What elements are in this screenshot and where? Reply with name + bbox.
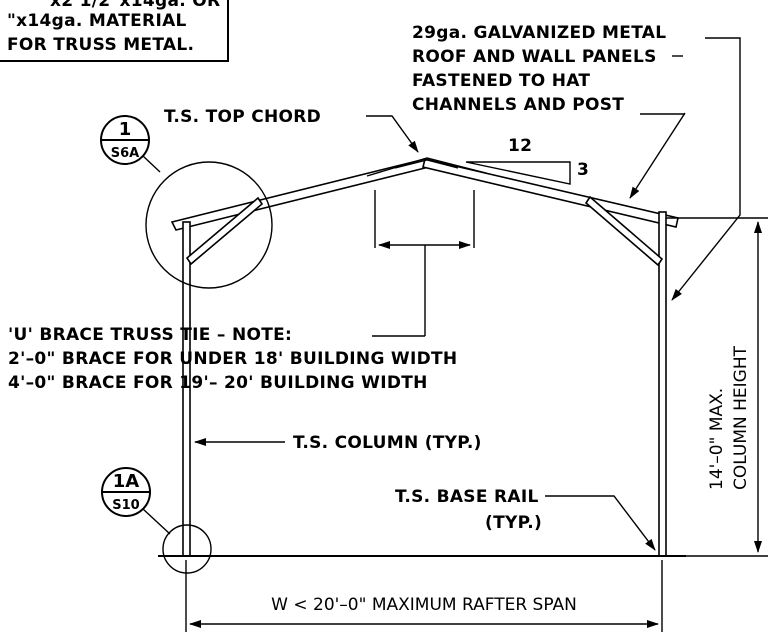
wall-panel-leader-arrow bbox=[671, 37, 741, 301]
right-column bbox=[658, 211, 667, 557]
slope-triangle bbox=[465, 161, 571, 185]
ridge-truss bbox=[366, 157, 487, 177]
material-note: x2 1/2"x14ga. OR "x14ga. MATERIAL FOR TR… bbox=[0, 0, 229, 62]
u-brace-line-2: 2'–0" BRACE FOR UNDER 18' BUILDING WIDTH bbox=[8, 349, 457, 369]
slope-run: 12 bbox=[508, 136, 532, 156]
detail-bubble-1a[interactable]: 1A S10 bbox=[101, 467, 212, 574]
bubble-1a-number: 1A bbox=[113, 471, 140, 492]
column-height-dimension: 14'–0" MAX. COLUMN HEIGHT bbox=[666, 217, 768, 557]
column-label: T.S. COLUMN (TYP.) bbox=[293, 433, 482, 453]
roof-panel-callout: 29ga. GALVANIZED METAL ROOF AND WALL PAN… bbox=[412, 23, 741, 301]
base-rail-line-2: (TYP.) bbox=[485, 513, 542, 533]
u-brace-line-1: 'U' BRACE TRUSS TIE – NOTE: bbox=[8, 325, 292, 345]
rafter-span-dimension: W < 20'–0" MAXIMUM RAFTER SPAN bbox=[185, 560, 663, 632]
bubble-1-number: 1 bbox=[119, 119, 132, 140]
roof-panel-leader-arrow bbox=[629, 112, 686, 199]
bubble-1a-sheet: S10 bbox=[112, 498, 139, 513]
right-knee-brace bbox=[584, 195, 664, 267]
height-line-1: 14'–0" MAX. bbox=[707, 388, 727, 490]
height-line-2: COLUMN HEIGHT bbox=[731, 345, 751, 490]
left-knee-brace bbox=[185, 196, 264, 266]
detail-1-zone-circle bbox=[145, 161, 273, 289]
note-line-2: "x14ga. MATERIAL bbox=[7, 11, 187, 31]
column-callout: T.S. COLUMN (TYP.) bbox=[194, 433, 482, 453]
right-rafter bbox=[422, 158, 679, 228]
note-line-1: x2 1/2"x14ga. OR bbox=[50, 0, 220, 11]
span-label: W < 20'–0" MAXIMUM RAFTER SPAN bbox=[271, 595, 577, 615]
detail-bubble-1[interactable]: 1 S6A bbox=[100, 115, 273, 289]
u-brace-dimension bbox=[372, 190, 475, 337]
bubble-1-sheet: S6A bbox=[111, 146, 139, 161]
roof-panel-line-2: ROOF AND WALL PANELS bbox=[412, 47, 657, 67]
u-brace-note: 'U' BRACE TRUSS TIE – NOTE: 2'–0" BRACE … bbox=[8, 325, 457, 393]
u-brace-line-3: 4'–0" BRACE FOR 19'– 20' BUILDING WIDTH bbox=[8, 373, 428, 393]
roof-panel-line-4: CHANNELS AND POST bbox=[412, 95, 624, 115]
slope-rise: 3 bbox=[577, 160, 589, 180]
base-rail-callout: T.S. BASE RAIL (TYP.) bbox=[395, 487, 656, 551]
top-chord-callout: T.S. TOP CHORD bbox=[164, 107, 419, 153]
note-line-3: FOR TRUSS METAL. bbox=[7, 35, 194, 55]
base-rail-line-1: T.S. BASE RAIL bbox=[395, 487, 539, 507]
roof-panel-line-3: FASTENED TO HAT bbox=[412, 71, 590, 91]
base-rail-leader bbox=[545, 495, 656, 551]
note-box-frame bbox=[0, 0, 229, 62]
top-chord-leader bbox=[366, 115, 419, 153]
detail-1a-zone-circle bbox=[162, 524, 212, 574]
roof-slope-indicator: 12 3 bbox=[465, 136, 589, 185]
top-chord-label: T.S. TOP CHORD bbox=[164, 107, 321, 127]
roof-panel-line-1: 29ga. GALVANIZED METAL bbox=[412, 23, 666, 43]
steel-frame bbox=[158, 157, 686, 557]
